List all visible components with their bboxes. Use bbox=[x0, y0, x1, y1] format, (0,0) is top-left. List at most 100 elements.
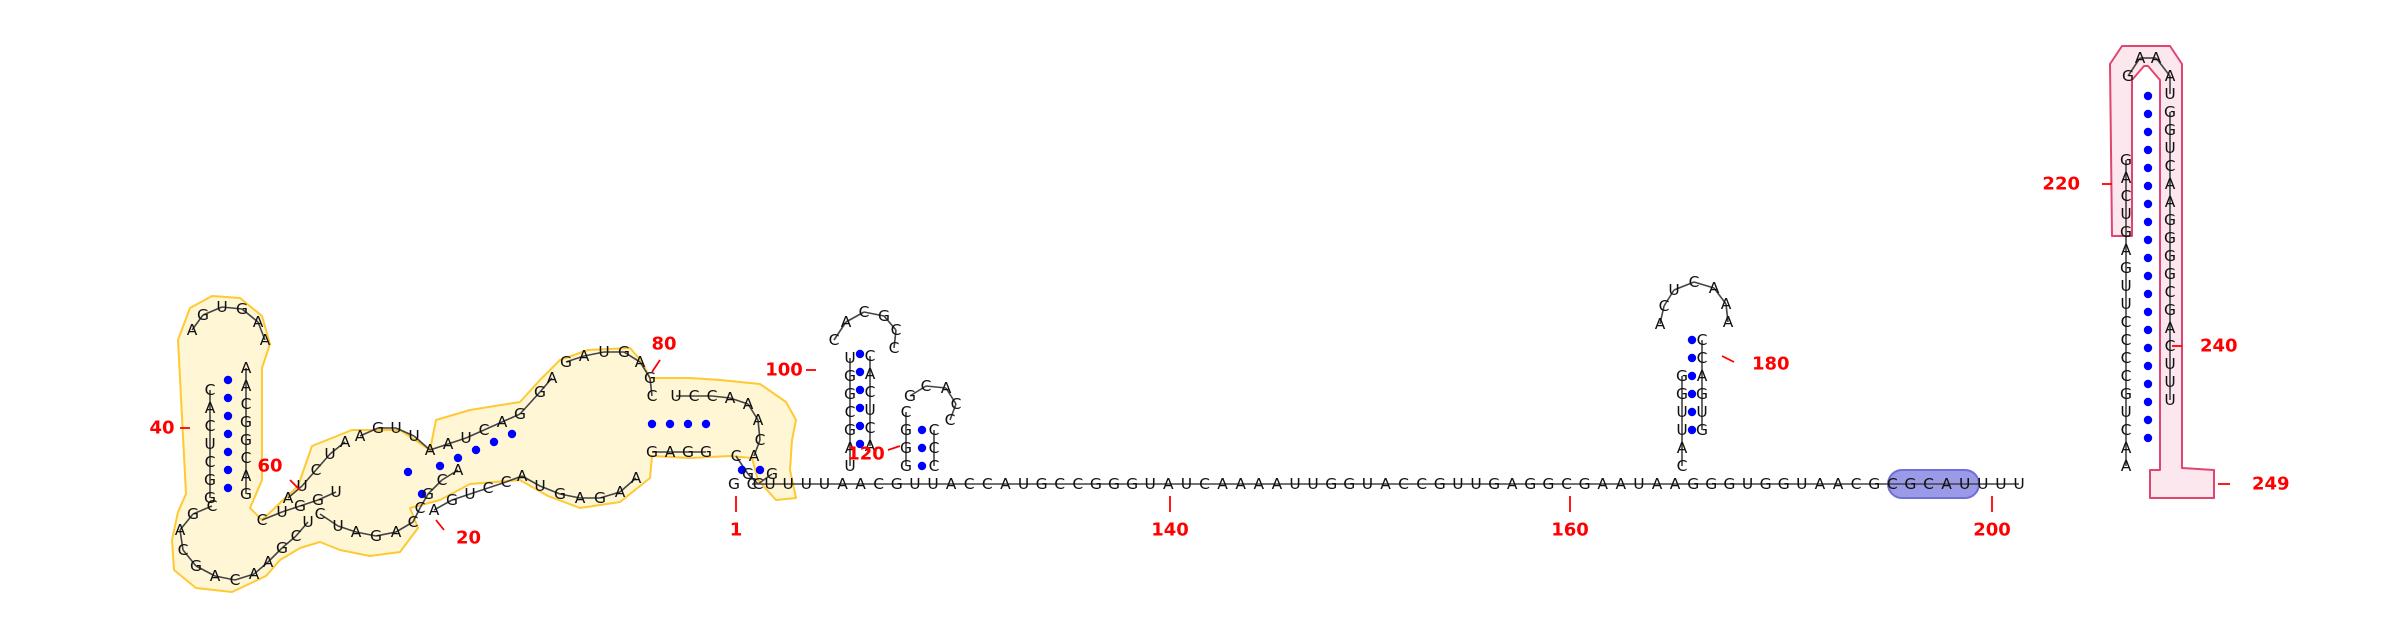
backbone-link bbox=[202, 306, 223, 316]
nucleotide: U bbox=[1289, 475, 1300, 493]
nucleotide: A bbox=[635, 353, 646, 371]
nucleotide: A bbox=[1723, 313, 1734, 331]
base-pair-dot bbox=[453, 453, 463, 463]
base-pair-dot bbox=[2143, 91, 2153, 101]
nucleotide: U bbox=[2164, 355, 2175, 373]
nucleotide: A bbox=[241, 359, 252, 377]
nucleotide: C bbox=[1923, 475, 1934, 493]
backbone-link bbox=[949, 403, 957, 421]
backbone-link bbox=[182, 549, 197, 567]
backbone-link bbox=[241, 308, 259, 323]
nucleotide: G bbox=[446, 491, 458, 509]
backbone-link bbox=[711, 395, 731, 399]
nucleotide: C bbox=[945, 411, 956, 429]
nucleotide: C bbox=[747, 475, 758, 493]
nucleotide: G bbox=[700, 443, 712, 461]
nucleotide: G bbox=[742, 465, 754, 483]
nucleotide: G bbox=[844, 385, 856, 403]
nucleotide: U bbox=[1676, 403, 1687, 421]
nucleotide: U bbox=[408, 427, 419, 445]
nucleotide: U bbox=[1676, 421, 1687, 439]
nucleotide: C bbox=[415, 499, 426, 517]
nucleotide: G bbox=[1325, 475, 1337, 493]
nucleotide: C bbox=[311, 461, 322, 479]
nucleotide: A bbox=[1677, 439, 1688, 457]
nucleotide: G bbox=[240, 485, 252, 503]
nucleotide: C bbox=[1887, 475, 1898, 493]
nucleotide: G bbox=[1904, 475, 1916, 493]
nucleotide: C bbox=[829, 331, 840, 349]
nucleotide: A bbox=[1697, 367, 1708, 385]
highlighted-regions bbox=[171, 45, 2215, 593]
nucleotide: C bbox=[951, 395, 962, 413]
backbone-link bbox=[583, 351, 605, 357]
base-pair-dot bbox=[223, 393, 233, 403]
nucleotide: U bbox=[534, 477, 545, 495]
nucleotide: C bbox=[1689, 273, 1700, 291]
position-label: 240 bbox=[2200, 336, 2238, 357]
nucleotide: G bbox=[1488, 475, 1500, 493]
base-pair-dot bbox=[2143, 433, 2153, 443]
nucleotide: A bbox=[615, 483, 626, 501]
nucleotide: A bbox=[340, 433, 351, 451]
backbone-link bbox=[395, 521, 414, 533]
nucleotide: A bbox=[946, 475, 957, 493]
nucleotide: A bbox=[260, 331, 271, 349]
backbone-link bbox=[179, 529, 184, 551]
nucleotide: U bbox=[927, 475, 938, 493]
position-tick bbox=[289, 479, 301, 491]
nucleotide: A bbox=[845, 439, 856, 457]
nucleotide: A bbox=[2121, 241, 2132, 259]
nucleotide: G bbox=[891, 475, 903, 493]
base-pair-dot bbox=[2143, 379, 2153, 389]
nucleotide: A bbox=[517, 467, 528, 485]
nucleotide: G bbox=[594, 489, 606, 507]
backbone-link bbox=[295, 521, 309, 537]
nucleotide: U bbox=[783, 475, 794, 493]
base-pair-dot bbox=[223, 465, 233, 475]
nucleotide: U bbox=[1696, 403, 1707, 421]
nucleotide: A bbox=[241, 377, 252, 395]
nucleotide: U bbox=[1959, 475, 1970, 493]
nucleotide: C bbox=[2121, 331, 2132, 349]
base-pair-dot bbox=[1687, 335, 1697, 345]
nucleotide: U bbox=[801, 475, 812, 493]
base-pair-dot bbox=[223, 429, 233, 439]
base-pair-dot bbox=[1687, 425, 1697, 435]
backbone-link bbox=[267, 547, 283, 563]
nucleotide: A bbox=[2151, 49, 2162, 67]
nucleotide: U bbox=[2120, 403, 2131, 421]
nucleotide: U bbox=[464, 485, 475, 503]
nucleotide: C bbox=[483, 479, 494, 497]
backbone-link bbox=[451, 493, 471, 501]
nucleotide: U bbox=[1307, 475, 1318, 493]
region-yellow-domain bbox=[171, 295, 797, 593]
nucleotide: G bbox=[1343, 475, 1355, 493]
nucleotide: A bbox=[1709, 279, 1720, 297]
nucleotide: U bbox=[1668, 281, 1679, 299]
backbone-link bbox=[395, 427, 415, 437]
nucleotide: G bbox=[2164, 301, 2176, 319]
nucleotide: A bbox=[1163, 475, 1174, 493]
nucleotide: C bbox=[929, 421, 940, 439]
nucleotide: A bbox=[2165, 175, 2176, 193]
backbone-link bbox=[1659, 305, 1665, 325]
base-pair-dot bbox=[755, 465, 765, 475]
backbone-link bbox=[747, 473, 759, 485]
nucleotide: U bbox=[2164, 373, 2175, 391]
nucleotide: G bbox=[2164, 265, 2176, 283]
nucleotide: U bbox=[204, 435, 215, 453]
backbone-link bbox=[281, 535, 297, 549]
nucleotide: G bbox=[644, 369, 656, 387]
nucleotide: A bbox=[351, 523, 362, 541]
nucleotide: U bbox=[296, 477, 307, 495]
nucleotide: A bbox=[443, 435, 454, 453]
nucleotide: G bbox=[1434, 475, 1446, 493]
nucleotide: A bbox=[175, 521, 186, 539]
base-pair-dot bbox=[1687, 371, 1697, 381]
position-tick bbox=[651, 359, 661, 373]
nucleotide: G bbox=[1090, 475, 1102, 493]
nucleotide: G bbox=[2120, 385, 2132, 403]
